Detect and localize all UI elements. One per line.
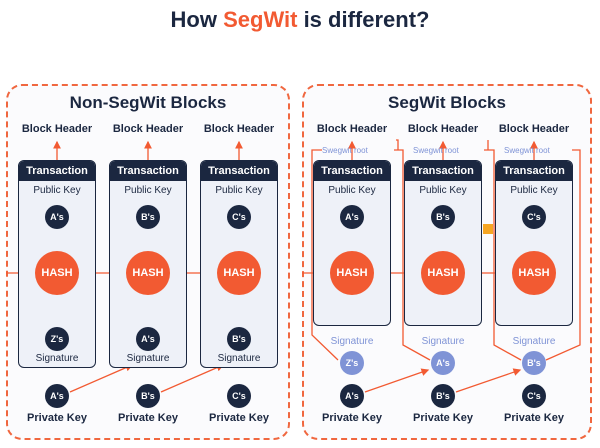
block-header-label: Block Header: [203, 123, 275, 135]
transaction-header: Transaction: [405, 161, 481, 181]
public-key-circle: B's: [136, 205, 160, 229]
signature-label: Signature: [126, 353, 170, 364]
block-header-label: Block Header: [316, 123, 388, 135]
non-segwit-title: Non-SegWit Blocks: [69, 93, 227, 112]
transaction-header: Transaction: [314, 161, 390, 181]
segwit-root-label: Swegwit root: [504, 146, 550, 155]
public-key-circle: B's: [431, 205, 455, 229]
block-header-label: Block Header: [21, 123, 93, 135]
private-key-label: Private Key: [504, 412, 564, 424]
hash-circle: HASH: [421, 251, 465, 295]
private-key-label: Private Key: [209, 412, 269, 424]
segwit-root-label: Swegwit root: [322, 146, 368, 155]
public-key-label: Public Key: [33, 185, 81, 196]
title-accent: SegWit: [223, 7, 298, 32]
public-key-circle: A's: [340, 205, 364, 229]
public-key-label: Public Key: [510, 185, 558, 196]
block-header-label: Block Header: [498, 123, 570, 135]
hash-circle: HASH: [35, 251, 79, 295]
signature-circle: A's: [136, 327, 160, 351]
public-key-label: Public Key: [328, 185, 376, 196]
hash-circle: HASH: [126, 251, 170, 295]
transaction-card: Transaction Public Key: [495, 160, 573, 326]
signature-label: Signature: [421, 336, 465, 347]
transaction-header: Transaction: [19, 161, 95, 181]
public-key-label: Public Key: [419, 185, 467, 196]
hash-circle: HASH: [330, 251, 374, 295]
signature-label: Signature: [35, 353, 79, 364]
transaction-card: Transaction Public Key: [313, 160, 391, 326]
block-header-label: Block Header: [112, 123, 184, 135]
public-key-circle: C's: [227, 205, 251, 229]
private-key-label: Private Key: [27, 412, 87, 424]
transaction-header: Transaction: [201, 161, 277, 181]
transaction-header: Transaction: [496, 161, 572, 181]
segwit-root-label: Swegwit root: [413, 146, 459, 155]
signature-circle: Z's: [45, 327, 69, 351]
signature-circle: B's: [522, 351, 546, 375]
public-key-label: Public Key: [124, 185, 172, 196]
private-key-circle: B's: [136, 384, 160, 408]
transaction-card: Transaction Public Key: [404, 160, 482, 326]
signature-circle: Z's: [340, 351, 364, 375]
signature-circle: A's: [431, 351, 455, 375]
signature-circle: B's: [227, 327, 251, 351]
signature-label: Signature: [512, 336, 556, 347]
block-header-label: Block Header: [407, 123, 479, 135]
private-key-circle: C's: [227, 384, 251, 408]
private-key-circle: A's: [45, 384, 69, 408]
hash-circle: HASH: [217, 251, 261, 295]
transaction-header: Transaction: [110, 161, 186, 181]
hash-circle: HASH: [512, 251, 556, 295]
segwit-title: SegWit Blocks: [388, 93, 506, 112]
private-key-circle: B's: [431, 384, 455, 408]
block-link-connector: [483, 224, 493, 234]
private-key-label: Private Key: [413, 412, 473, 424]
private-key-circle: A's: [340, 384, 364, 408]
private-key-label: Private Key: [118, 412, 178, 424]
signature-label: Signature: [217, 353, 261, 364]
public-key-label: Public Key: [215, 185, 263, 196]
signature-label: Signature: [330, 336, 374, 347]
private-key-label: Private Key: [322, 412, 382, 424]
public-key-circle: A's: [45, 205, 69, 229]
public-key-circle: C's: [522, 205, 546, 229]
private-key-circle: C's: [522, 384, 546, 408]
page-title: How SegWit is different?: [170, 7, 430, 32]
